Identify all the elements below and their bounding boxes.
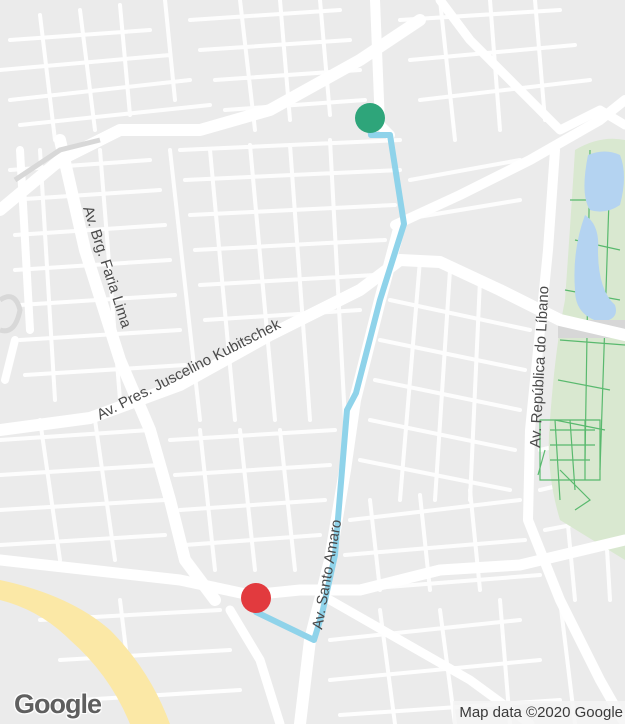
green-circle-marker[interactable]	[355, 103, 385, 133]
map-attribution: Map data ©2020 Google	[453, 701, 625, 724]
water-lake	[574, 151, 624, 322]
red-circle-marker[interactable]	[241, 583, 271, 613]
highway-road	[0, 580, 170, 724]
overpasses	[0, 137, 101, 334]
route-line	[253, 123, 407, 643]
google-logo[interactable]: Google	[14, 689, 102, 719]
